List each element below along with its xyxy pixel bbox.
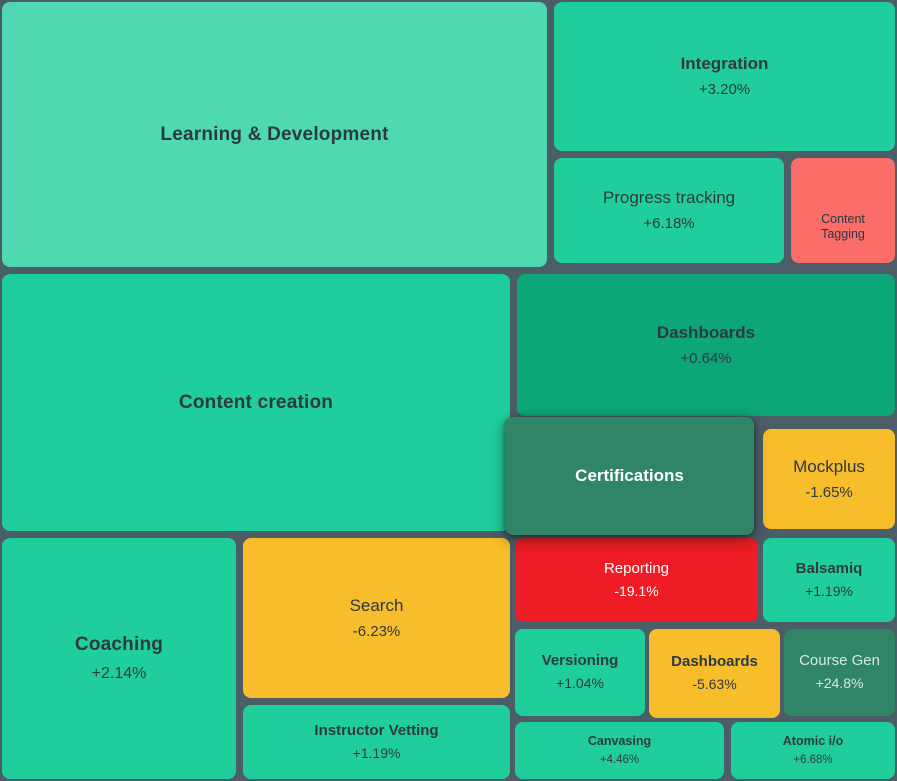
- tile-course-gen[interactable]: Course Gen +24.8%: [784, 629, 895, 716]
- tile-title: Learning & Development: [160, 123, 389, 145]
- tile-integration[interactable]: Integration +3.20%: [554, 2, 895, 151]
- tile-reporting[interactable]: Reporting -19.1%: [515, 538, 758, 622]
- tile-change: -6.23%: [352, 622, 401, 640]
- tile-learning-and-development[interactable]: Learning & Development: [2, 2, 547, 267]
- tile-instructor-vetting[interactable]: Instructor Vetting +1.19%: [243, 705, 510, 779]
- tile-title: Coaching: [74, 634, 164, 656]
- tile-canvasing[interactable]: Canvasing +4.46%: [515, 722, 724, 779]
- tile-title: Course Gen: [799, 652, 880, 670]
- tile-change: +4.46%: [599, 753, 640, 766]
- tile-change: +0.64%: [680, 349, 732, 367]
- tile-mockplus[interactable]: Mockplus -1.65%: [763, 429, 895, 529]
- tile-change: +6.18%: [643, 215, 695, 233]
- tile-dashboards-small[interactable]: Dashboards -5.63%: [649, 629, 780, 718]
- tile-change: +1.19%: [352, 744, 401, 761]
- tile-change: -5.63%: [692, 676, 737, 693]
- tile-certifications[interactable]: Certifications: [505, 417, 754, 535]
- tile-title: Dashboards: [671, 653, 758, 671]
- tile-title: Integration: [680, 54, 769, 73]
- tile-change: +24.8%: [815, 675, 864, 692]
- tile-title: Mockplus: [793, 456, 865, 476]
- tile-change: +1.04%: [556, 675, 604, 692]
- tile-balsamiq[interactable]: Balsamiq +1.19%: [763, 538, 895, 622]
- tile-coaching[interactable]: Coaching +2.14%: [2, 538, 236, 779]
- tile-change: +3.20%: [698, 81, 751, 99]
- tile-atomic-io[interactable]: Atomic i/o +6.68%: [731, 722, 895, 779]
- tile-title: Content creation: [178, 391, 334, 413]
- tile-title: Instructor Vetting: [314, 721, 439, 739]
- tile-dashboards[interactable]: Dashboards +0.64%: [517, 274, 895, 416]
- tile-progress-tracking[interactable]: Progress tracking +6.18%: [554, 158, 784, 263]
- tile-title: Dashboards: [656, 322, 756, 342]
- tile-title: Content Tagging: [821, 211, 865, 242]
- tile-content-creation[interactable]: Content creation: [2, 274, 510, 531]
- tile-change: +6.68%: [793, 753, 833, 766]
- tile-search[interactable]: Search -6.23%: [243, 538, 510, 698]
- tile-title: Search: [349, 595, 404, 615]
- tile-title: Versioning: [541, 652, 619, 670]
- tile-title: Reporting: [603, 559, 670, 577]
- tile-change: +2.14%: [91, 664, 147, 682]
- tile-title: Balsamiq: [795, 559, 863, 577]
- tile-title: Certifications: [575, 466, 684, 486]
- tile-versioning[interactable]: Versioning +1.04%: [515, 629, 645, 716]
- tile-change: -19.1%: [614, 582, 659, 599]
- tile-content-tagging[interactable]: Content Tagging: [791, 158, 895, 263]
- tile-title: Atomic i/o: [782, 734, 844, 748]
- tile-title: Progress tracking: [602, 188, 736, 207]
- tile-change: +1.19%: [805, 582, 853, 599]
- tile-title: Canvasing: [587, 734, 652, 748]
- tile-change: -1.65%: [805, 483, 853, 501]
